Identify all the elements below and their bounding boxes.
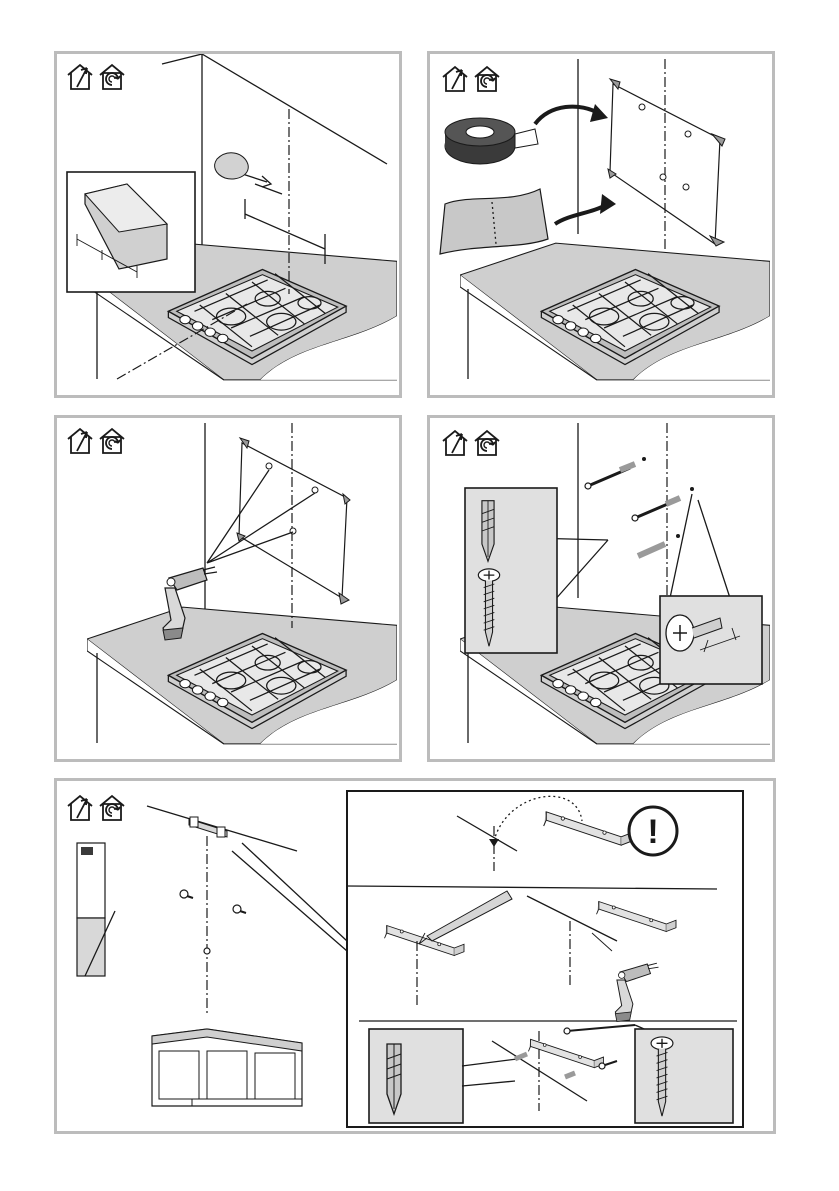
chimney-hood [77, 843, 115, 976]
detail-callout [670, 494, 730, 598]
wall-plug-inset [369, 1029, 463, 1123]
house-install-icon [443, 431, 467, 455]
house-install-icon [68, 65, 92, 89]
template-sheet [440, 189, 548, 254]
step-3-panel [54, 415, 402, 762]
step-1-panel [54, 51, 402, 398]
step-5-panel: ! [54, 778, 776, 1134]
step-4-panel [427, 415, 775, 762]
tape-roll [445, 118, 538, 164]
paper-template [239, 443, 347, 598]
screw-inset [635, 1029, 733, 1123]
house-install-icon [68, 429, 92, 453]
house-recirculation-icon [475, 431, 499, 455]
house-install-icon [68, 796, 92, 820]
step-2-panel [427, 51, 775, 398]
wall-plugs [585, 457, 694, 556]
caution-symbol: ! [647, 813, 658, 851]
fixings-inset [465, 488, 557, 653]
zoom-lines [232, 843, 347, 951]
house-recirculation-icon [100, 429, 124, 453]
house-recirculation-icon [100, 65, 124, 89]
wall-cabinets [152, 1029, 302, 1106]
house-recirculation-icon [100, 796, 124, 820]
house-recirculation-icon [475, 67, 499, 91]
ceiling-screws [180, 890, 246, 954]
house-install-icon [443, 67, 467, 91]
small-bracket [189, 817, 227, 837]
arrow-sheet [555, 204, 608, 224]
hand-marking [215, 153, 249, 179]
